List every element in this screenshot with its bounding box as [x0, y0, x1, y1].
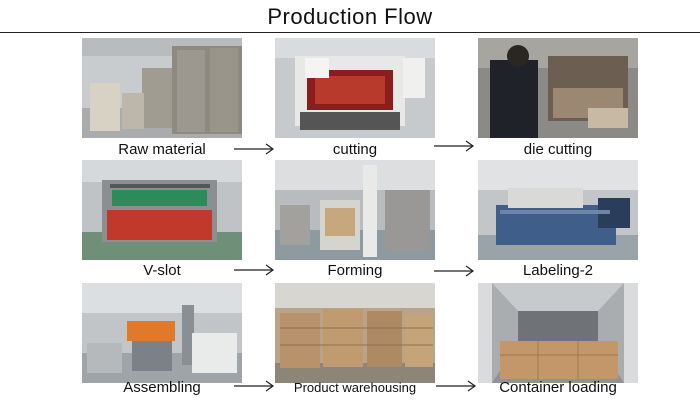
arrow-cutting-to-die-cutting — [433, 140, 475, 152]
arrow-assembling-to-warehousing — [233, 380, 275, 392]
step-label-labeling-2: Labeling-2 — [522, 262, 594, 279]
step-label-assembling: Assembling — [123, 379, 201, 396]
photo-labeling-2 — [478, 160, 638, 260]
step-label-cutting: cutting — [332, 141, 378, 158]
photo-assembling — [82, 283, 242, 383]
step-label-v-slot: V-slot — [143, 262, 181, 279]
step-label-product-warehousing: Product warehousing — [293, 380, 417, 395]
step-label-container-loading: Container loading — [499, 379, 617, 396]
photo-cutting — [275, 38, 435, 138]
step-label-raw-material: Raw material — [118, 141, 206, 158]
arrow-raw-material-to-cutting — [233, 143, 275, 155]
photo-product-warehousing — [275, 283, 435, 383]
arrow-forming-to-labeling — [433, 265, 475, 277]
step-label-die-cutting: die cutting — [523, 141, 593, 158]
arrow-v-slot-to-forming — [233, 264, 275, 276]
photo-container-loading — [478, 283, 638, 383]
title-rule — [0, 32, 700, 33]
photo-v-slot — [82, 160, 242, 260]
page-title: Production Flow — [267, 4, 433, 29]
step-label-forming: Forming — [327, 262, 383, 279]
photo-forming — [275, 160, 435, 260]
arrow-warehousing-to-container — [435, 380, 477, 392]
photo-raw-material — [82, 38, 242, 138]
photo-die-cutting — [478, 38, 638, 138]
